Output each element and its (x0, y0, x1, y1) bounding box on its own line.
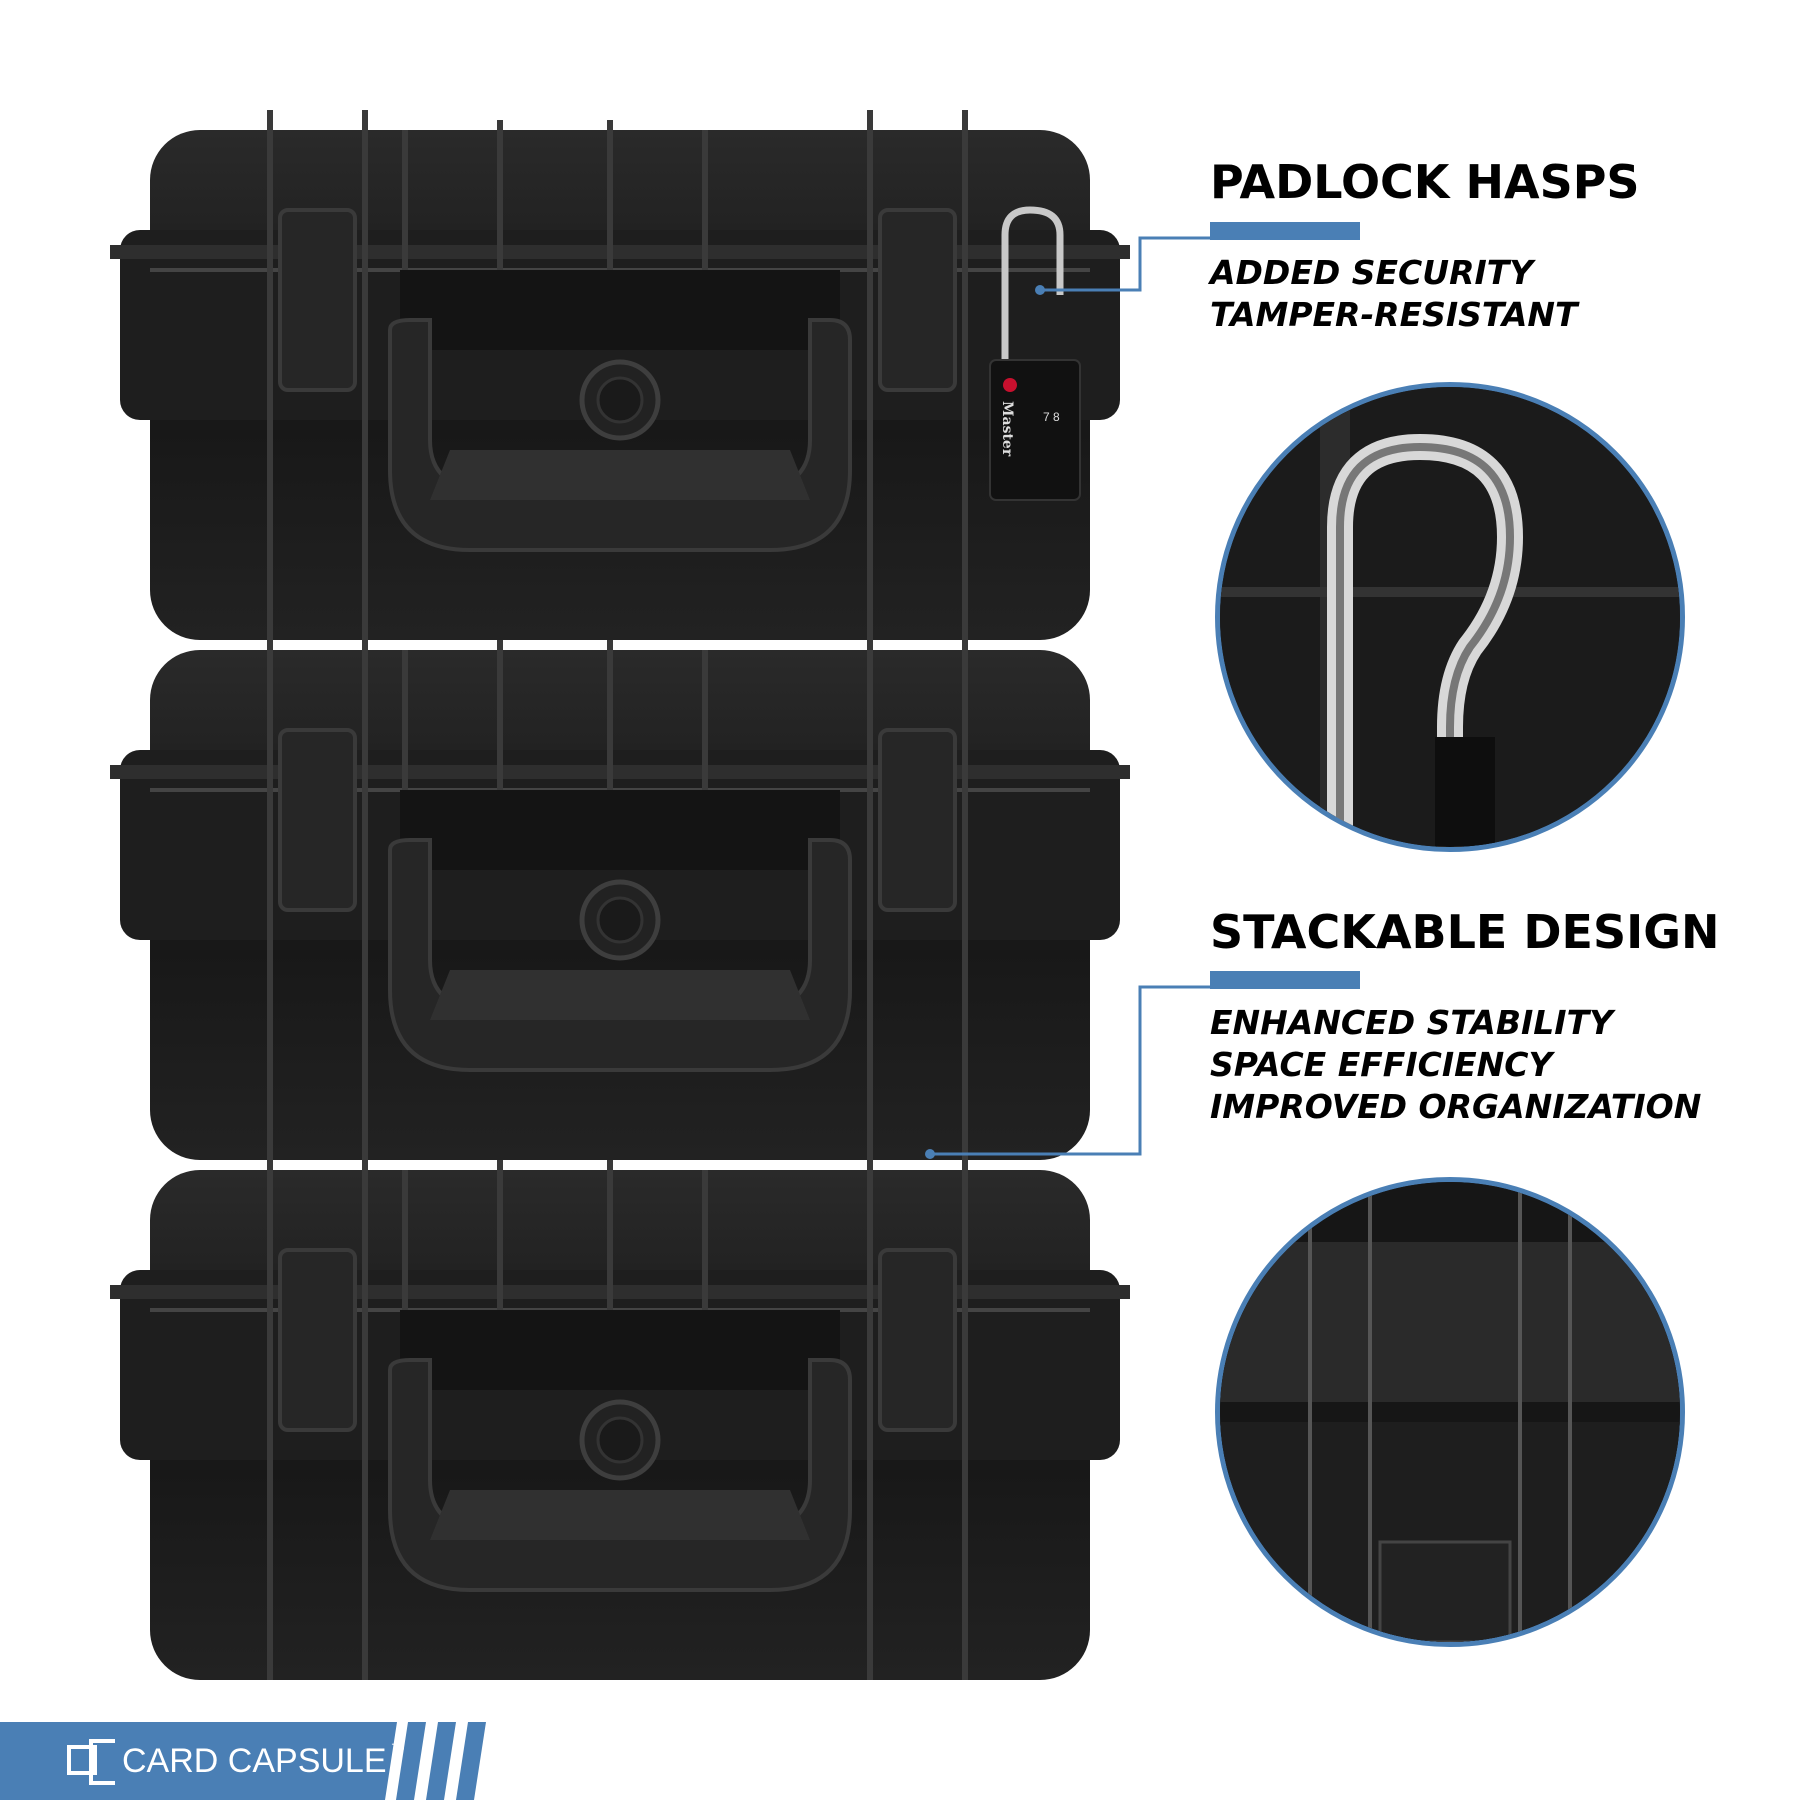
feature-point: ENHANCED STABILITY (1210, 1003, 1613, 1042)
feature-accent-bar (1210, 971, 1360, 989)
feature-points-stackable: ENHANCED STABILITY SPACE EFFICIENCY IMPR… (1210, 1002, 1701, 1128)
brand-footer: CARD CAPSULE ™ (0, 1722, 560, 1800)
brand-name: CARD CAPSULE (122, 1742, 387, 1780)
feature-point: IMPROVED ORGANIZATION (1210, 1087, 1702, 1126)
feature-accent-bar (1210, 222, 1360, 240)
feature-point: SPACE EFFICIENCY (1210, 1045, 1553, 1084)
brand-wordmark: CARD CAPSULE ™ (122, 1741, 406, 1781)
feature-title-stackable-design: STACKABLE DESIGN (1210, 905, 1720, 959)
feature-point: ADDED SECURITY (1210, 253, 1534, 292)
feature-point: TAMPER-RESISTANT (1210, 295, 1578, 334)
padlock-brand: Master (999, 401, 1015, 457)
trademark: ™ (390, 1741, 406, 1758)
feature-points-padlock: ADDED SECURITY TAMPER-RESISTANT (1210, 252, 1578, 336)
padlock-closeup-image (1215, 382, 1685, 852)
card-capsule-logo-icon (67, 1739, 115, 1785)
padlock: Master 7 8 (985, 205, 1085, 505)
feature-title-padlock-hasps: PADLOCK HASPS (1210, 155, 1640, 209)
padlock-digits: 7 8 (1043, 410, 1060, 424)
stacking-closeup-image (1215, 1177, 1685, 1647)
